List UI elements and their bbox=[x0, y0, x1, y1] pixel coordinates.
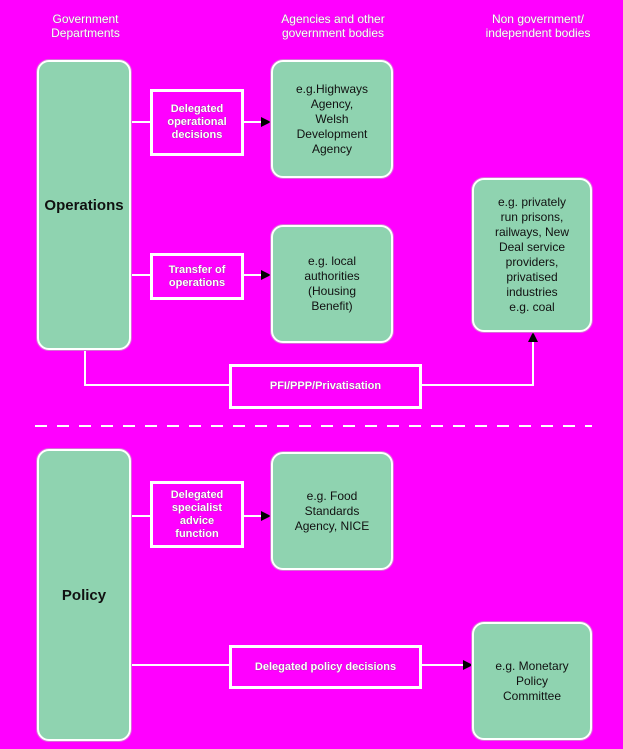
policy-box: Policy bbox=[37, 449, 131, 741]
private-providers-box: e.g. privately run prisons, railways, Ne… bbox=[472, 178, 592, 332]
local-authorities-box: e.g. local authorities (Housing Benefit) bbox=[271, 225, 393, 343]
label-pfi-ppp-privatisation: PFI/PPP/Privatisation bbox=[229, 364, 422, 409]
food-standards-box: e.g. Food Standards Agency, NICE bbox=[271, 452, 393, 570]
header-non-government: Non government/ independent bodies bbox=[485, 12, 591, 40]
header-government-departments: Government Departments bbox=[51, 12, 120, 40]
highways-agency-box: e.g.Highways Agency, Welsh Development A… bbox=[271, 60, 393, 178]
header-agencies: Agencies and other government bodies bbox=[281, 12, 385, 40]
operations-box: Operations bbox=[37, 60, 131, 350]
monetary-policy-box: e.g. Monetary Policy Committee bbox=[472, 622, 592, 740]
label-delegated-operational-decisions: Delegated operational decisions bbox=[150, 89, 244, 156]
label-delegated-policy-decisions: Delegated policy decisions bbox=[229, 645, 422, 689]
label-delegated-specialist-advice: Delegated specialist advice function bbox=[150, 481, 244, 548]
label-transfer-of-operations: Transfer of operations bbox=[150, 253, 244, 300]
